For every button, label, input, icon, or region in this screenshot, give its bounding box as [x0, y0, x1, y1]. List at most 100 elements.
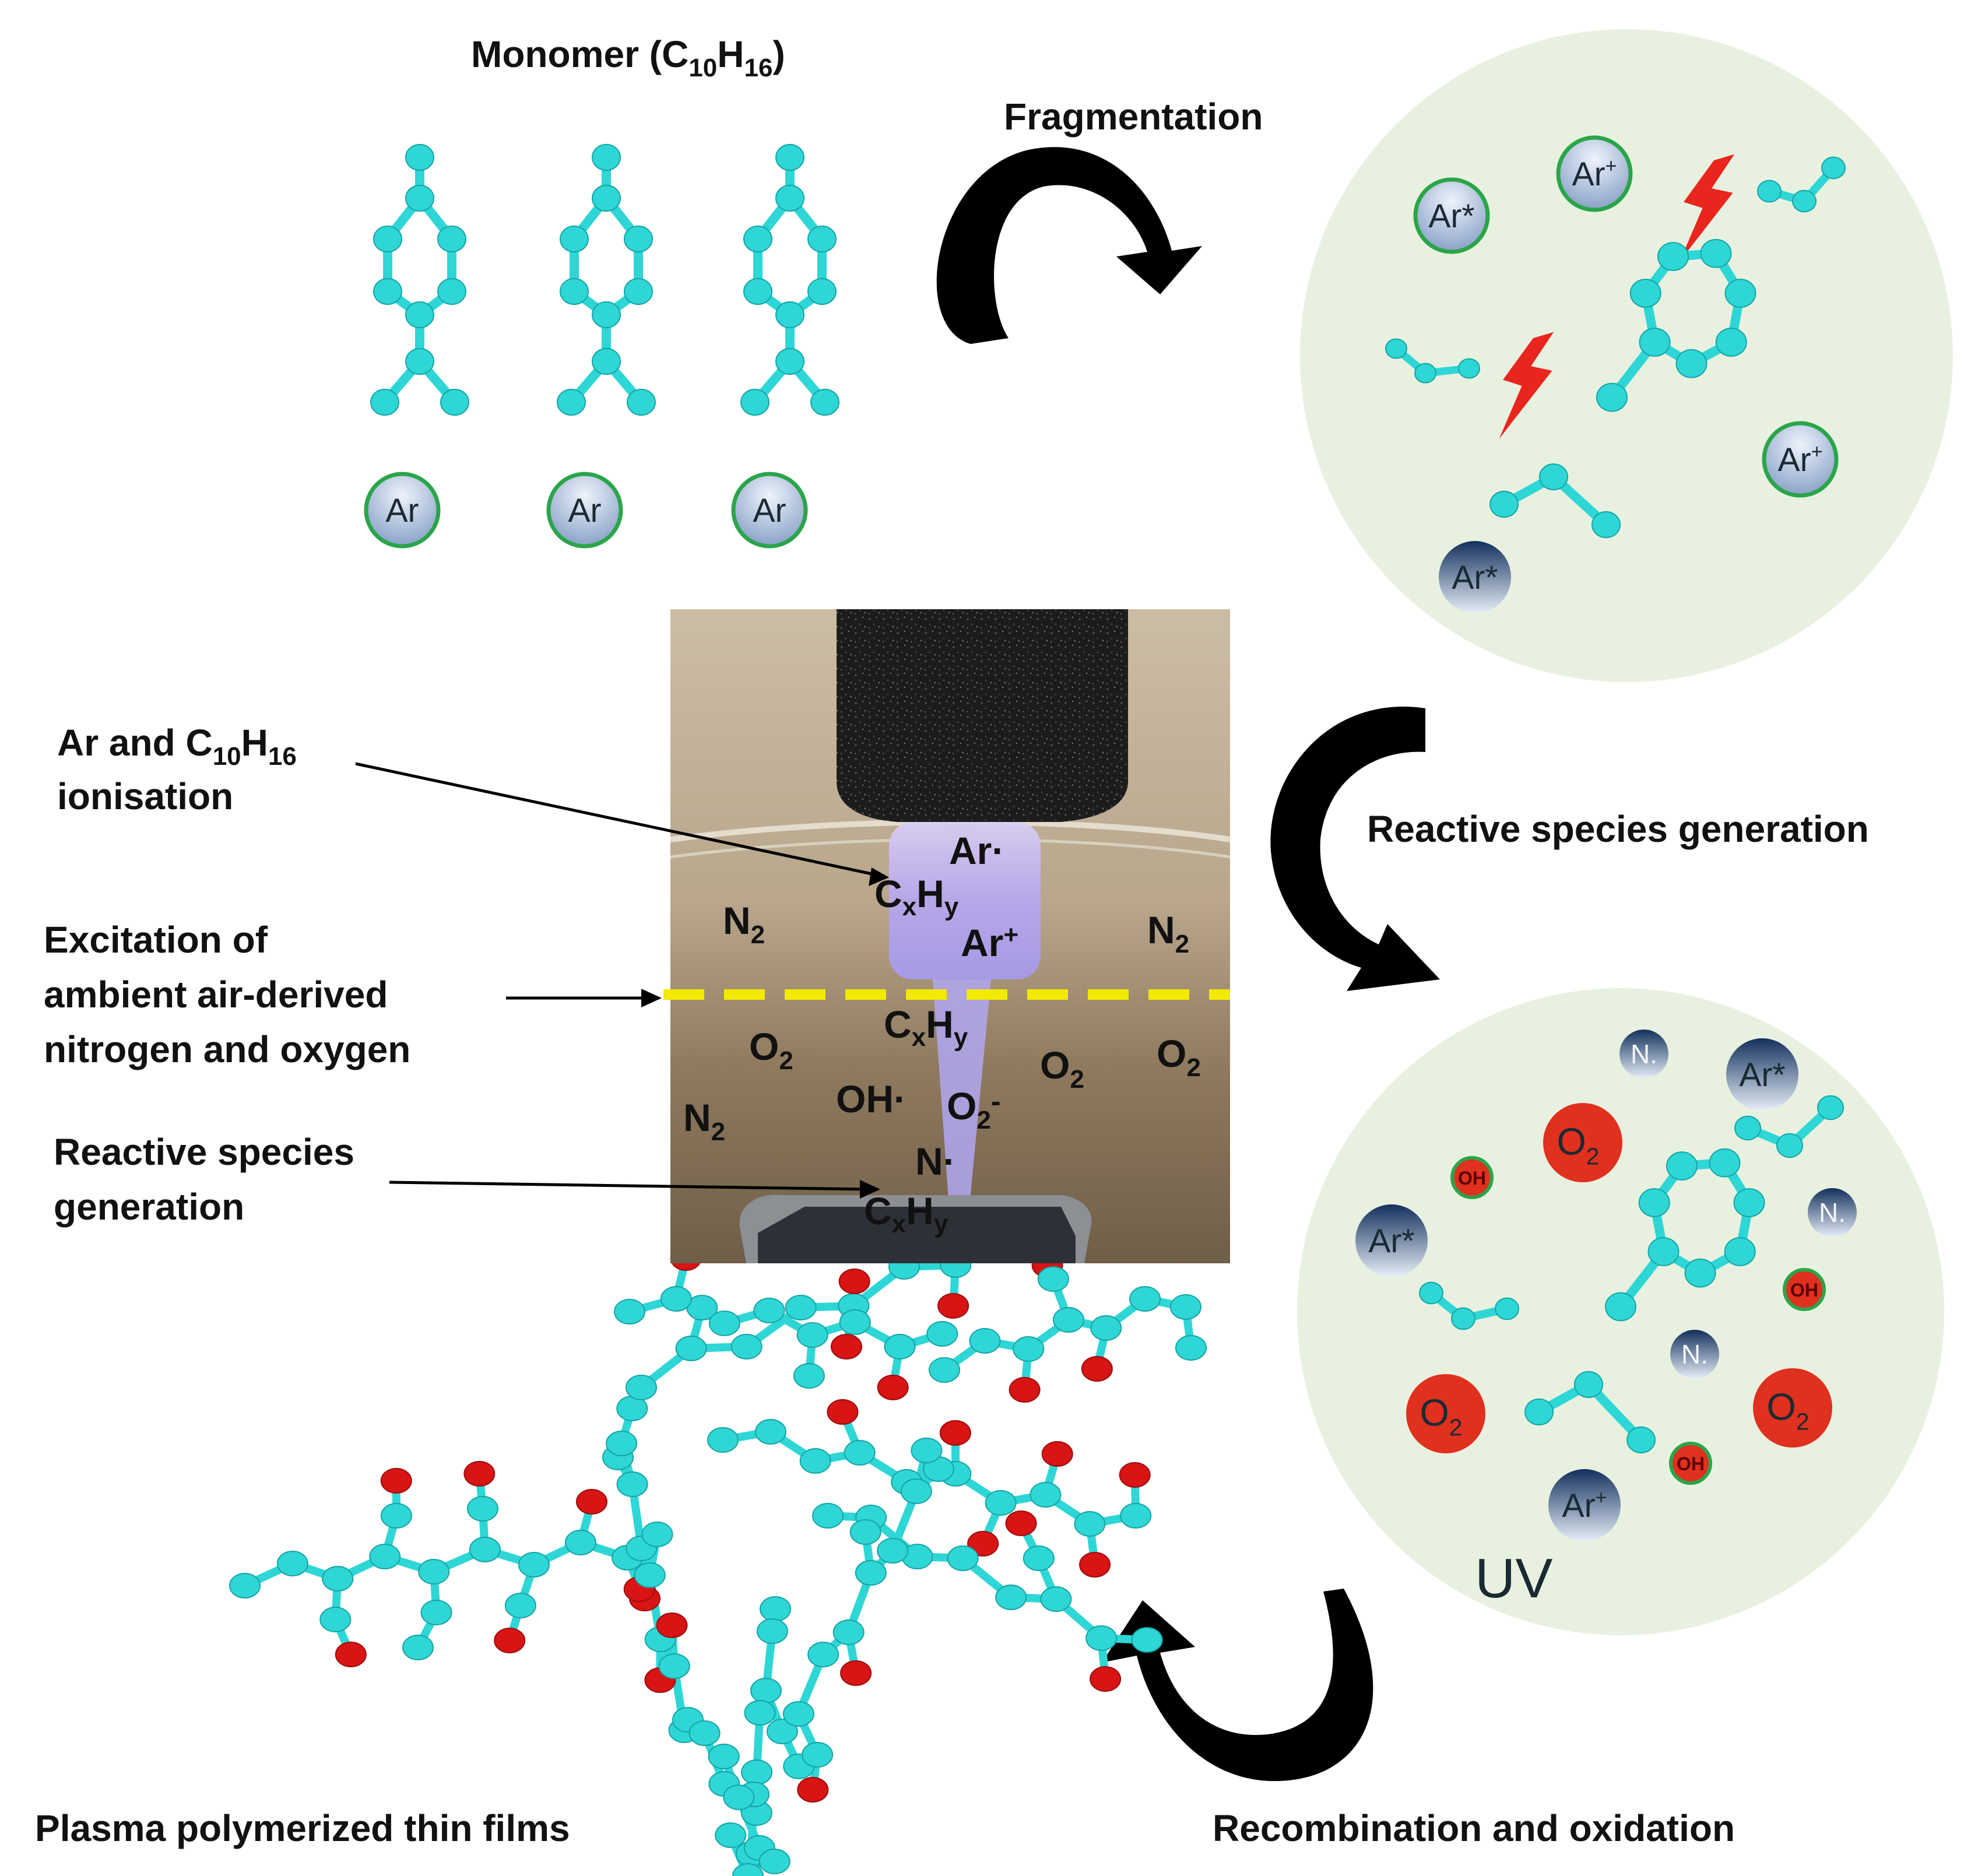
excitation-label-line2: ambient air-derived: [44, 974, 388, 1016]
carbon-atom: [560, 277, 589, 305]
polymer-carbon-atom: [1023, 1545, 1055, 1571]
nitrogen-circle: [1808, 1188, 1857, 1237]
polymer-oxygen-atom: [1079, 1552, 1111, 1578]
substrate: [758, 1207, 1076, 1263]
oxygen-label: O2: [1767, 1386, 1810, 1435]
oxygen-circle: [1543, 1103, 1622, 1182]
carbon-atom: [592, 143, 621, 171]
reactive-label-line1: Reactive species: [54, 1131, 354, 1173]
carbon-atom: [1629, 279, 1661, 308]
carbon-atom: [1821, 156, 1846, 180]
carbon-atom: [1626, 1426, 1656, 1454]
polymer-carbon-atom: [229, 1573, 261, 1599]
lightning-bolt: [1499, 332, 1554, 439]
argon-circle: [1548, 1469, 1621, 1541]
oxygen-molecule: O2: [1406, 1374, 1485, 1453]
polymer-carbon-atom: [849, 1519, 881, 1545]
polymer-oxygen-atom: [380, 1468, 412, 1494]
carbon-atom: [743, 277, 772, 305]
oxygen-circle: [1753, 1368, 1832, 1448]
carbon-atom: [1419, 1281, 1443, 1305]
polymer-oxygen-atom: [1119, 1462, 1151, 1488]
polymer-carbon-atom: [985, 1490, 1017, 1516]
argon-circle: [731, 472, 808, 549]
nitrogen-radical: N.: [1808, 1188, 1857, 1237]
carbon-atom: [775, 347, 804, 375]
polymer-carbon-atom: [1131, 1627, 1163, 1653]
carbon-atom: [440, 388, 469, 416]
reactive-species-generation-label: Reactive species generation: [1367, 808, 1869, 850]
polymer-oxygen-atom: [797, 1777, 829, 1803]
carbon-atom: [1647, 1237, 1680, 1266]
carbon-atom: [1715, 328, 1747, 357]
photo-n2-right: N2: [1147, 908, 1189, 958]
polymer-carbon-atom: [750, 1678, 782, 1703]
reactive-species-arrow: [1270, 707, 1440, 991]
polymer-carbon-atom: [626, 1375, 657, 1400]
reactive-pointer-head: [860, 1180, 880, 1199]
polymer-carbon-atom: [675, 1336, 707, 1361]
argon-atom: Ar*: [1413, 177, 1490, 254]
photo-n2-bottom: N2: [683, 1096, 725, 1146]
oxygen-circle: [1406, 1374, 1485, 1453]
carbon-atom: [592, 184, 621, 212]
fragmentation-arrow: [936, 147, 1202, 344]
carbon-atom: [1451, 1307, 1475, 1330]
polymer-carbon-atom: [753, 1298, 785, 1323]
polymer-carbon-atom: [1085, 1625, 1118, 1651]
carbon-atom: [1792, 189, 1817, 213]
carbon-atom: [437, 277, 466, 305]
hydroxyl-radical: OH: [1450, 1156, 1494, 1199]
polymer-carbon-atom: [641, 1522, 673, 1547]
monomer-molecule: [557, 143, 656, 416]
ionisation-label: Ar and C10H16: [57, 722, 297, 771]
polymer-carbon-atom: [741, 1759, 773, 1785]
hydroxyl-radical: OH: [1669, 1442, 1712, 1485]
polymer-oxygen-atom: [830, 1334, 862, 1359]
polymer-carbon-atom: [564, 1530, 596, 1555]
argon-circle: [1726, 1038, 1798, 1111]
polymer-carbon-atom: [688, 1720, 721, 1746]
argon-atom: Ar*: [1439, 541, 1511, 613]
polymer-carbon-atom: [900, 1478, 932, 1504]
carbon-atom: [775, 184, 804, 212]
polymer-carbon-atom: [469, 1537, 501, 1562]
oxygen-molecule: O2: [1543, 1103, 1622, 1182]
polymer-carbon-atom: [969, 1328, 1001, 1354]
carbon-atom: [1414, 363, 1436, 384]
polymer-oxygen-atom: [1081, 1356, 1113, 1382]
photo-o2-right: O2: [1157, 1032, 1201, 1082]
recombination-label: Recombination and oxidation: [1213, 1807, 1735, 1849]
carbon-atom: [1574, 1371, 1603, 1399]
photo-ar-ion: Ar+: [961, 921, 1018, 964]
argon-circle: [1355, 1204, 1428, 1277]
polymer-carbon-atom: [708, 1744, 740, 1769]
ionisation-pointer-head: [869, 867, 889, 886]
nitrogen-radical: N.: [1619, 1030, 1668, 1078]
polymer-carbon-atom: [707, 1427, 739, 1453]
argon-atom: Ar: [731, 472, 808, 549]
polymer-oxygen-atom: [827, 1399, 859, 1425]
carbon-atom: [1724, 1237, 1756, 1266]
polymer-carbon-atom: [723, 1784, 755, 1810]
polymer-carbon-atom: [708, 1311, 740, 1336]
polymer-carbon-atom: [760, 1596, 791, 1622]
argon-label: Ar+: [1562, 1487, 1607, 1524]
carbon-atom: [1776, 1133, 1803, 1158]
polymer-carbon-atom: [766, 1719, 798, 1744]
polymer-carbon-atom: [884, 1334, 916, 1359]
carbon-atom: [405, 184, 434, 212]
photo-cxhy-3: CxHy: [864, 1189, 948, 1238]
polymer-oxygen-atom: [576, 1489, 608, 1515]
argon-label: Ar*: [1452, 559, 1498, 596]
polymer-carbon-atom: [466, 1496, 498, 1522]
polymer-oxygen-atom: [840, 1660, 872, 1686]
polymer-carbon-atom: [730, 1334, 763, 1359]
polymer-oxygen-atom: [937, 1293, 969, 1319]
argon-atom: Ar+: [1762, 421, 1839, 498]
argon-circle: [1439, 541, 1511, 613]
polymer-carbon-atom: [614, 1299, 645, 1325]
nitrogen-label: N.: [1681, 1339, 1708, 1369]
